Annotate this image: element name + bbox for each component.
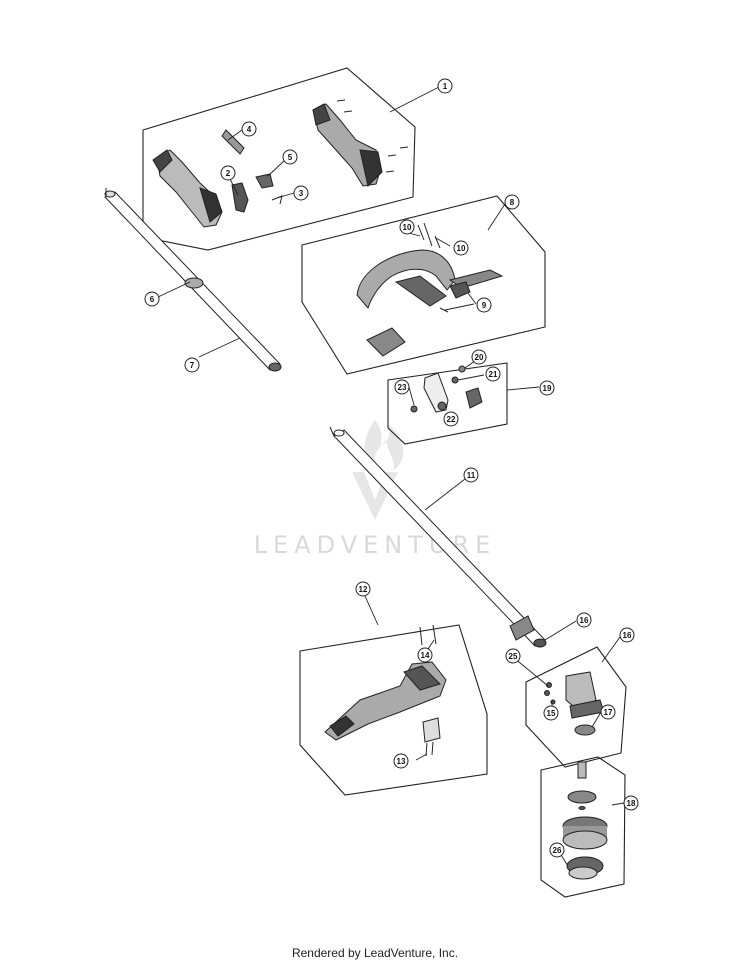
deflector-part xyxy=(324,624,447,757)
svg-text:11: 11 xyxy=(467,471,476,480)
guard-part xyxy=(356,222,504,357)
svg-text:4: 4 xyxy=(247,125,252,134)
callout-9[interactable]: 9 xyxy=(476,297,492,313)
box-guard xyxy=(301,195,546,375)
callout-21[interactable]: 21 xyxy=(485,366,501,382)
svg-text:5: 5 xyxy=(288,153,293,162)
callout-1[interactable]: 1 xyxy=(437,78,453,94)
callout-6[interactable]: 6 xyxy=(144,291,160,307)
box-gearhead xyxy=(525,646,627,768)
svg-text:2: 2 xyxy=(226,169,231,178)
callout-3[interactable]: 3 xyxy=(293,185,309,201)
callout-10-right[interactable]: 10 xyxy=(453,240,469,256)
svg-text:14: 14 xyxy=(421,651,430,660)
svg-text:19: 19 xyxy=(543,384,552,393)
svg-text:7: 7 xyxy=(190,361,195,370)
svg-text:21: 21 xyxy=(489,370,498,379)
footer-credit: Rendered by LeadVenture, Inc. xyxy=(291,946,459,960)
callout-10-left[interactable]: 10 xyxy=(399,219,415,235)
callout-7[interactable]: 7 xyxy=(184,357,200,373)
callout-13[interactable]: 13 xyxy=(393,753,409,769)
callout-23[interactable]: 23 xyxy=(394,379,410,395)
svg-text:3: 3 xyxy=(299,189,304,198)
handle-part xyxy=(152,99,409,228)
svg-text:10: 10 xyxy=(457,244,466,253)
callout-26[interactable]: 26 xyxy=(549,842,565,858)
svg-text:13: 13 xyxy=(397,757,406,766)
svg-text:1: 1 xyxy=(443,82,448,91)
callout-17[interactable]: 17 xyxy=(600,704,616,720)
svg-text:16: 16 xyxy=(580,616,589,625)
callout-16-top[interactable]: 16 xyxy=(576,612,592,628)
callout-2[interactable]: 2 xyxy=(220,165,236,181)
svg-text:25: 25 xyxy=(509,652,518,661)
callout-8[interactable]: 8 xyxy=(504,194,520,210)
svg-text:23: 23 xyxy=(398,383,407,392)
svg-text:17: 17 xyxy=(604,708,613,717)
svg-text:16: 16 xyxy=(623,631,632,640)
svg-text:10: 10 xyxy=(403,223,412,232)
callout-12[interactable]: 12 xyxy=(355,581,371,597)
callout-15[interactable]: 15 xyxy=(543,705,559,721)
callout-11[interactable]: 11 xyxy=(463,467,479,483)
box-trimmer-head xyxy=(540,756,626,898)
callout-20[interactable]: 20 xyxy=(471,349,487,365)
svg-text:8: 8 xyxy=(510,198,515,207)
callout-25[interactable]: 25 xyxy=(505,648,521,664)
svg-text:15: 15 xyxy=(547,709,556,718)
box-clamp xyxy=(387,362,508,445)
callout-14[interactable]: 14 xyxy=(417,647,433,663)
svg-text:12: 12 xyxy=(359,585,368,594)
watermark-flame-icon xyxy=(364,420,404,470)
gearhead-part xyxy=(544,671,605,736)
callout-4[interactable]: 4 xyxy=(241,121,257,137)
clamp-part xyxy=(410,365,483,413)
box-deflector xyxy=(299,624,488,796)
trimmer-head-part xyxy=(562,761,608,880)
svg-text:20: 20 xyxy=(475,353,484,362)
svg-text:26: 26 xyxy=(553,846,562,855)
callout-22[interactable]: 22 xyxy=(443,411,459,427)
callout-16-right[interactable]: 16 xyxy=(619,627,635,643)
lower-shaft-part xyxy=(104,188,282,372)
callout-19[interactable]: 19 xyxy=(539,380,555,396)
svg-text:18: 18 xyxy=(627,799,636,808)
callout-5[interactable]: 5 xyxy=(282,149,298,165)
svg-text:6: 6 xyxy=(150,295,155,304)
watermark: LEADVENTURE xyxy=(254,420,490,559)
callout-18[interactable]: 18 xyxy=(623,795,639,811)
svg-text:22: 22 xyxy=(447,415,456,424)
svg-text:9: 9 xyxy=(482,301,487,310)
